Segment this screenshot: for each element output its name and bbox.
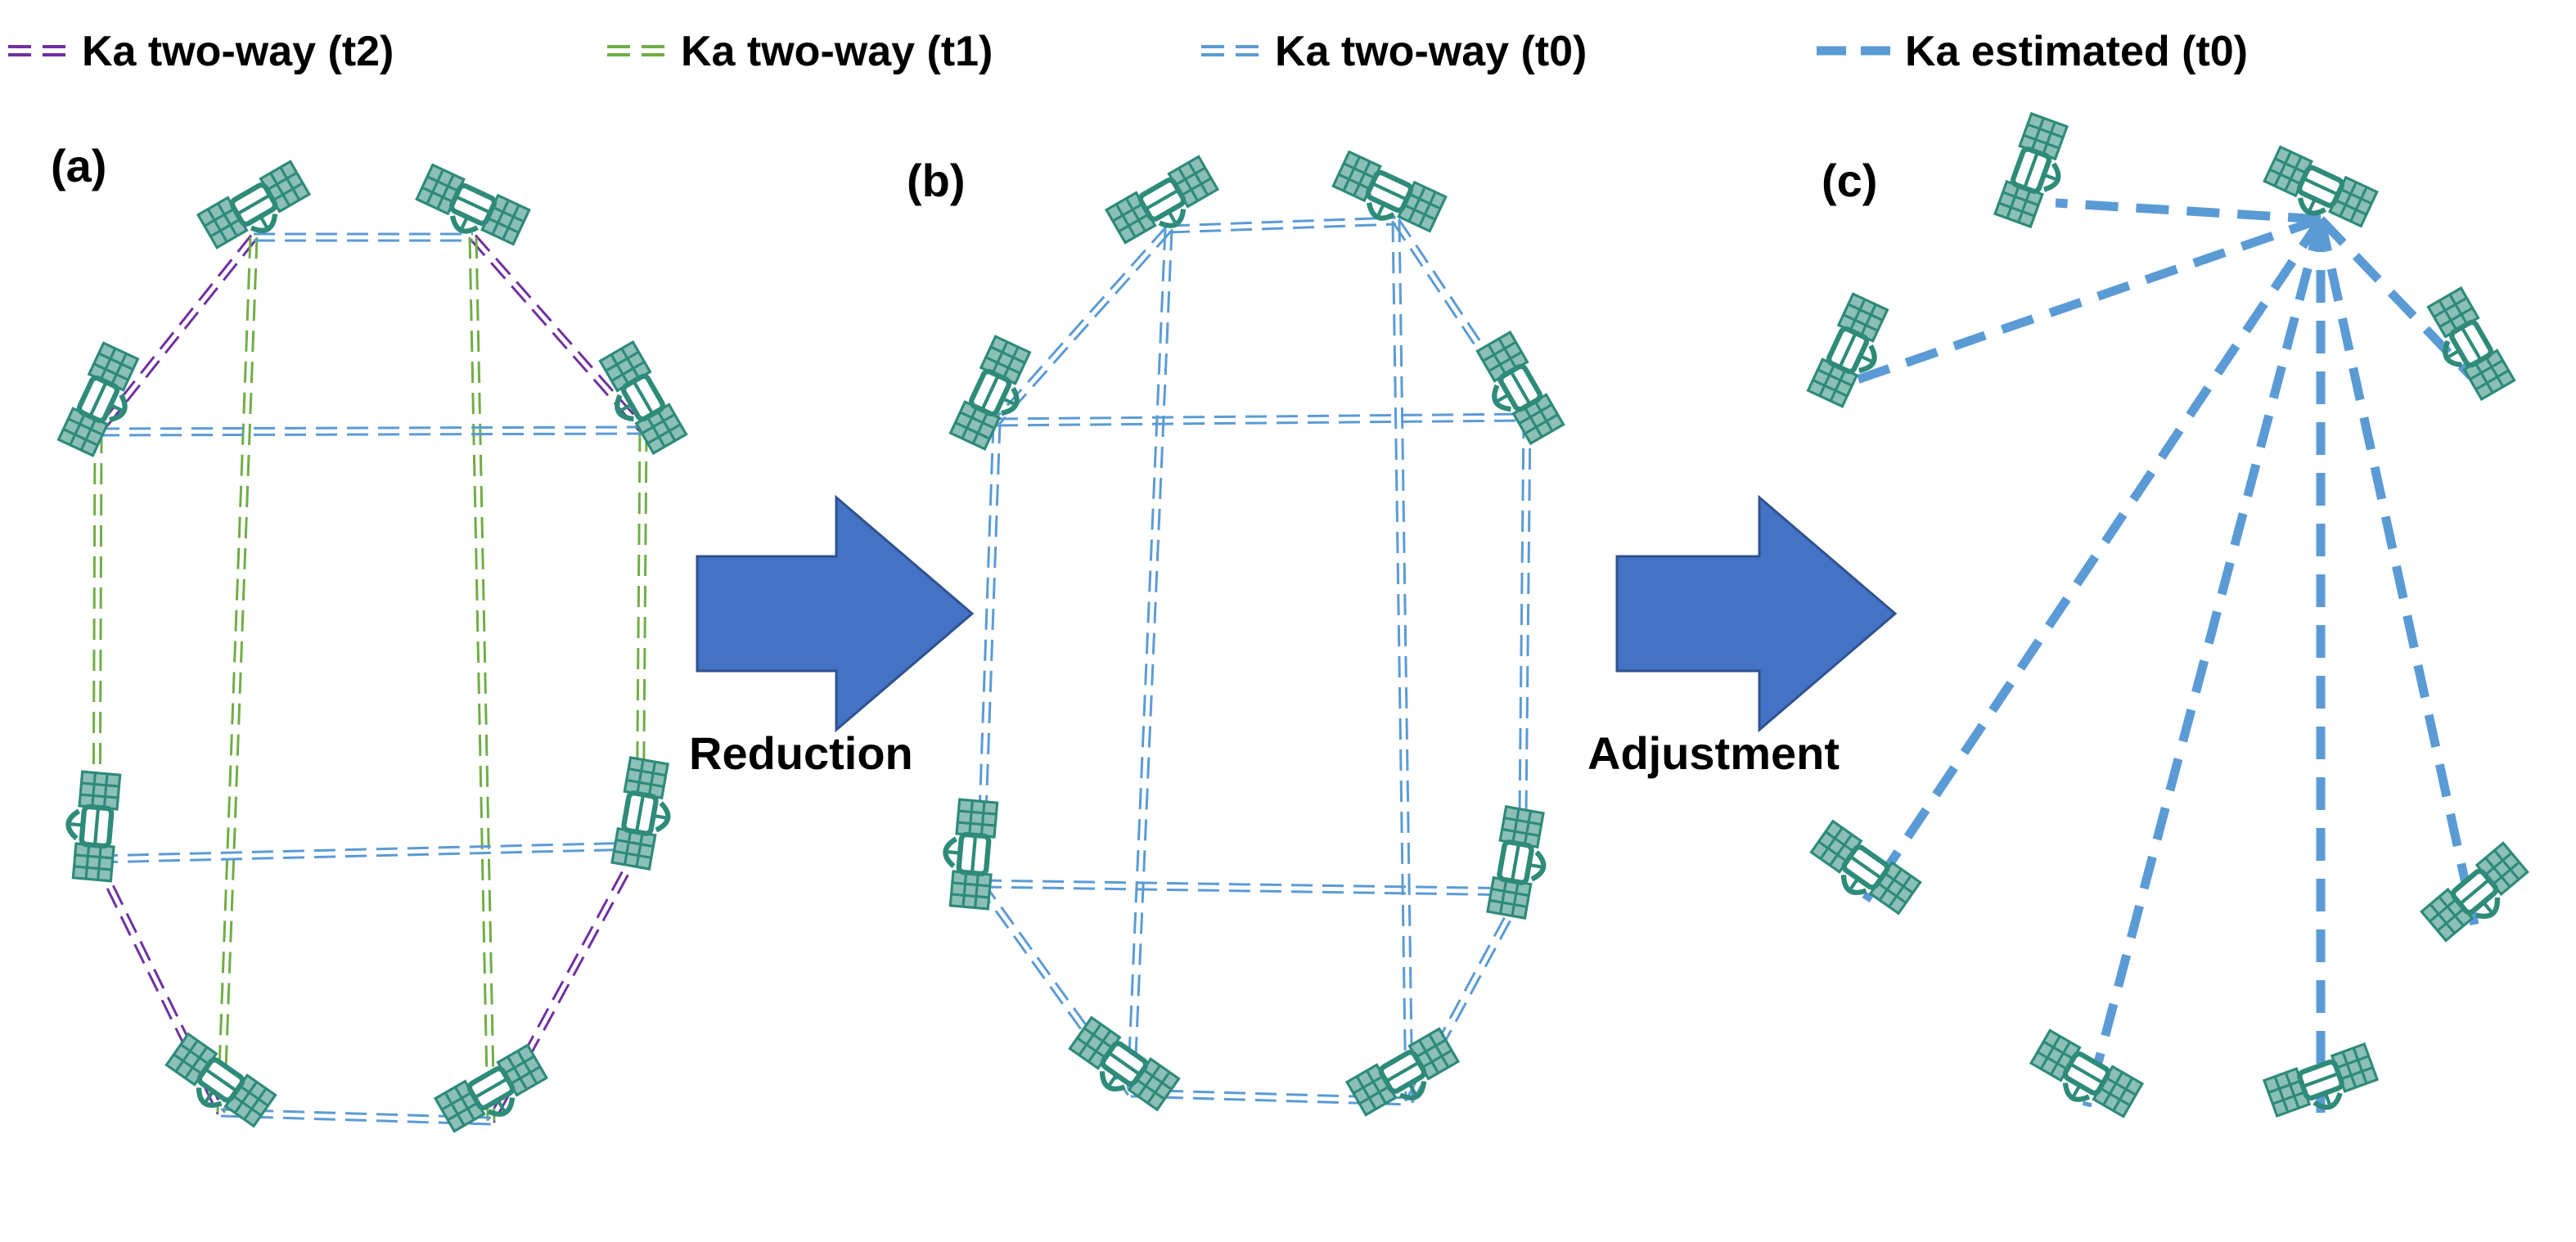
satellite-icon — [64, 771, 120, 881]
satellite-icon — [1469, 332, 1563, 448]
satellite-icon — [941, 799, 998, 909]
legend-item: Ka two-way (t0) — [1201, 28, 1587, 75]
satellite-icon — [612, 758, 677, 871]
satellite-layer — [59, 114, 2534, 1140]
link-t0 — [993, 226, 1173, 425]
step-label-reduction: Reduction — [689, 727, 913, 779]
satellite-icon — [2026, 1030, 2142, 1124]
link-t1 — [216, 236, 259, 1114]
link-estimated — [1862, 216, 2325, 903]
link-t2 — [469, 234, 647, 434]
link-estimated — [2055, 198, 2322, 224]
satellite-icon — [1488, 807, 1552, 920]
legend-label: Ka estimated (t0) — [1905, 28, 2248, 75]
link-t0 — [1168, 216, 1397, 234]
block-arrow-right-icon — [696, 494, 975, 733]
link-estimated — [1846, 214, 2322, 388]
satellite-icon — [161, 1034, 276, 1134]
link-t1 — [468, 236, 496, 1122]
link-estimated — [2316, 218, 2479, 926]
panel-label-a: (a) — [51, 140, 106, 191]
satellite-icon — [2420, 288, 2514, 404]
panel-label-c: (c) — [1822, 155, 1877, 206]
link-t0 — [996, 412, 1528, 427]
satellite-icon — [2421, 843, 2533, 947]
panel-c-network — [1846, 198, 2479, 1113]
panel-b-network — [975, 216, 1532, 1106]
link-layer — [92, 198, 2479, 1126]
link-t2 — [94, 234, 258, 435]
panel-a-network — [92, 232, 648, 1126]
legend: Ka two-way (t2) Ka two-way (t1) Ka two-way… — [8, 28, 2248, 75]
legend-label: Ka two-way (t0) — [1275, 28, 1587, 75]
link-t0 — [96, 841, 641, 864]
legend-label: Ka two-way (t2) — [82, 28, 394, 75]
satellite-icon — [1329, 152, 1445, 240]
link-t0 — [97, 425, 644, 437]
legend-label: Ka two-way (t1) — [681, 28, 993, 75]
link-estimated — [2082, 218, 2326, 1108]
link-t0 — [254, 232, 473, 242]
link-t0 — [976, 880, 1135, 1096]
step-label-adjustment: Adjustment — [1587, 727, 1840, 779]
link-t0 — [1126, 228, 1173, 1094]
satellite-icon — [1808, 294, 1896, 410]
satellite-icon — [1806, 821, 1921, 921]
satellite-icon — [1065, 1018, 1179, 1118]
panel-label-b: (b) — [907, 155, 966, 206]
block-arrow-right-icon — [1615, 494, 1898, 733]
link-t0 — [1391, 220, 1414, 1102]
legend-item: Ka estimated (t0) — [1817, 28, 2248, 75]
legend-item: Ka two-way (t1) — [607, 28, 993, 75]
link-t0 — [1517, 416, 1532, 893]
satellite-icon — [1995, 114, 2076, 230]
link-t0 — [980, 879, 1523, 897]
legend-item: Ka two-way (t2) — [8, 28, 394, 75]
